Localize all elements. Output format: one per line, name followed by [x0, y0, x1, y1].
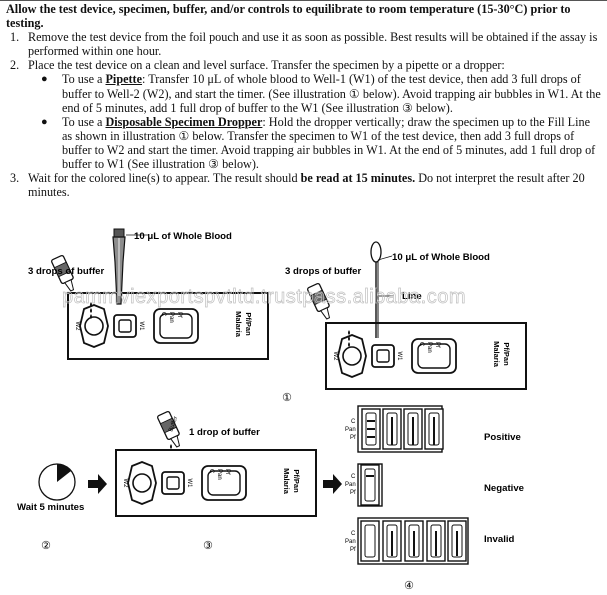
result-positive: Positive — [484, 432, 521, 443]
step-3-text-b: Do not interpret the result after 20 min… — [28, 171, 585, 200]
pipette-bullet: ● To use a Pipette: Transfer 10 μL of wh… — [6, 72, 602, 114]
clock-icon — [38, 463, 76, 501]
line-c: C — [208, 469, 214, 474]
line-pan: Pan — [345, 539, 356, 545]
buffer-bottle-icon — [51, 254, 75, 292]
result-negative: Negative — [484, 483, 524, 494]
step-3-bold: be read at 15 minutes. — [300, 171, 416, 186]
buffer-bottle-icon — [157, 410, 181, 448]
arrow-icon — [323, 474, 342, 494]
line-c: C — [351, 531, 356, 537]
step-1: 1. Remove the test device from the foil … — [6, 30, 602, 58]
pipette-text: : Transfer 10 μL of whole blood to Well-… — [62, 72, 601, 115]
instructions: Allow the test device, specimen, buffer,… — [6, 2, 602, 199]
step-3-text-a: Wait for the colored line(s) to appear. … — [28, 171, 301, 186]
line-pf: Pf — [350, 547, 356, 553]
whole-blood-label: 10 μL of Whole Blood — [392, 252, 490, 263]
device-subtitle: Pf/Pan — [502, 342, 511, 366]
top-rule — [0, 0, 607, 1]
dropper-term: Disposable Specimen Dropper — [105, 114, 263, 129]
step-2-text: Place the test device on a clean and lev… — [28, 58, 505, 73]
line-pf: Pf — [350, 490, 356, 496]
line-pan: Pan — [345, 482, 356, 488]
well2-label: W2 — [74, 322, 80, 332]
buffer-step-device-group: Malaria Pf/Pan W2 W1 C Pan Pf Buffer 1 d… — [115, 410, 317, 517]
arrow-icon — [88, 474, 107, 494]
device-title: Malaria — [492, 341, 501, 368]
well1-label: W1 — [186, 479, 192, 489]
dropper-bullet: ● To use a Disposable Specimen Dropper: … — [6, 115, 602, 171]
device-subtitle: Pf/Pan — [244, 312, 253, 336]
wait-label: Wait 5 minutes — [17, 502, 84, 513]
pipette-term: Pipette — [105, 72, 143, 87]
drop-icon — [170, 444, 172, 449]
pipette-icon — [112, 228, 126, 305]
watermark: pammviexportspvtltd.trustpass.alibaba.co… — [62, 286, 466, 308]
drops-icon — [348, 330, 350, 347]
step-2-number: 2. — [10, 58, 20, 73]
dropper-icon — [370, 241, 382, 338]
well2-label: W2 — [332, 352, 338, 362]
illustration-4-marker: ④ — [404, 579, 414, 592]
device-title: Malaria — [282, 468, 291, 495]
well2-label: W2 — [122, 479, 128, 489]
illustration-1-marker: ① — [282, 391, 292, 404]
step-2: 2. Place the test device on a clean and … — [6, 58, 602, 72]
pipette-prefix: To use a — [62, 72, 106, 87]
negative-result: C Pan Pf — [345, 463, 383, 507]
buffer-bottle-label: Buffer — [168, 416, 179, 433]
illustration-3-marker: ③ — [203, 539, 213, 552]
positive-results: C Pan Pf — [345, 405, 444, 453]
fill-line-label: Line — [402, 291, 422, 302]
line-c: C — [418, 342, 424, 347]
three-drops-label: 3 drops of buffer — [28, 266, 104, 277]
line-pan: Pan — [216, 469, 222, 480]
three-drops-label: 3 drops of buffer — [285, 266, 361, 277]
well1-label: W1 — [396, 352, 402, 362]
drops-icon — [90, 302, 92, 319]
line-pan: Pan — [168, 312, 174, 323]
device-subtitle: Pf/Pan — [292, 469, 301, 493]
line-pf: Pf — [434, 342, 440, 348]
line-pf: Pf — [176, 312, 182, 318]
step-3-number: 3. — [10, 171, 20, 186]
result-invalid: Invalid — [484, 534, 515, 545]
line-c: C — [351, 474, 356, 480]
dropper-device-group: Malaria Pf/Pan W2 W1 C Pan Pf 10 μL of W… — [285, 241, 527, 390]
invalid-results: C Pan Pf — [345, 517, 469, 565]
well1-label: W1 — [138, 322, 144, 332]
dropper-prefix: To use a — [62, 114, 106, 129]
step-1-text: Remove the test device from the foil pou… — [28, 30, 598, 59]
bullet-dot: ● — [41, 73, 48, 86]
bullet-dot: ● — [41, 115, 48, 128]
whole-blood-label: 10 μL of Whole Blood — [134, 231, 232, 242]
line-pan: Pan — [426, 342, 432, 353]
step-3: 3. Wait for the colored line(s) to appea… — [6, 171, 602, 199]
dropper-text: : Hold the dropper vertically; draw the … — [62, 114, 596, 172]
line-c: C — [160, 312, 166, 317]
line-pf: Pf — [350, 435, 356, 441]
step-1-number: 1. — [10, 30, 20, 45]
procedure-illustration: Malaria Pf/Pan W2 W1 C Pan Pf 10 μL of W… — [17, 228, 527, 592]
heading: Allow the test device, specimen, buffer,… — [6, 2, 571, 31]
buffer-bottle-icon — [307, 282, 331, 320]
line-pf: Pf — [224, 469, 230, 475]
device-title: Malaria — [234, 311, 243, 338]
one-drop-label: 1 drop of buffer — [189, 427, 260, 438]
line-c: C — [351, 419, 356, 425]
line-pan: Pan — [345, 427, 356, 433]
illustration-2-marker: ② — [41, 539, 51, 552]
pipette-device-group: Malaria Pf/Pan W2 W1 C Pan Pf 10 μL of W… — [28, 228, 269, 360]
